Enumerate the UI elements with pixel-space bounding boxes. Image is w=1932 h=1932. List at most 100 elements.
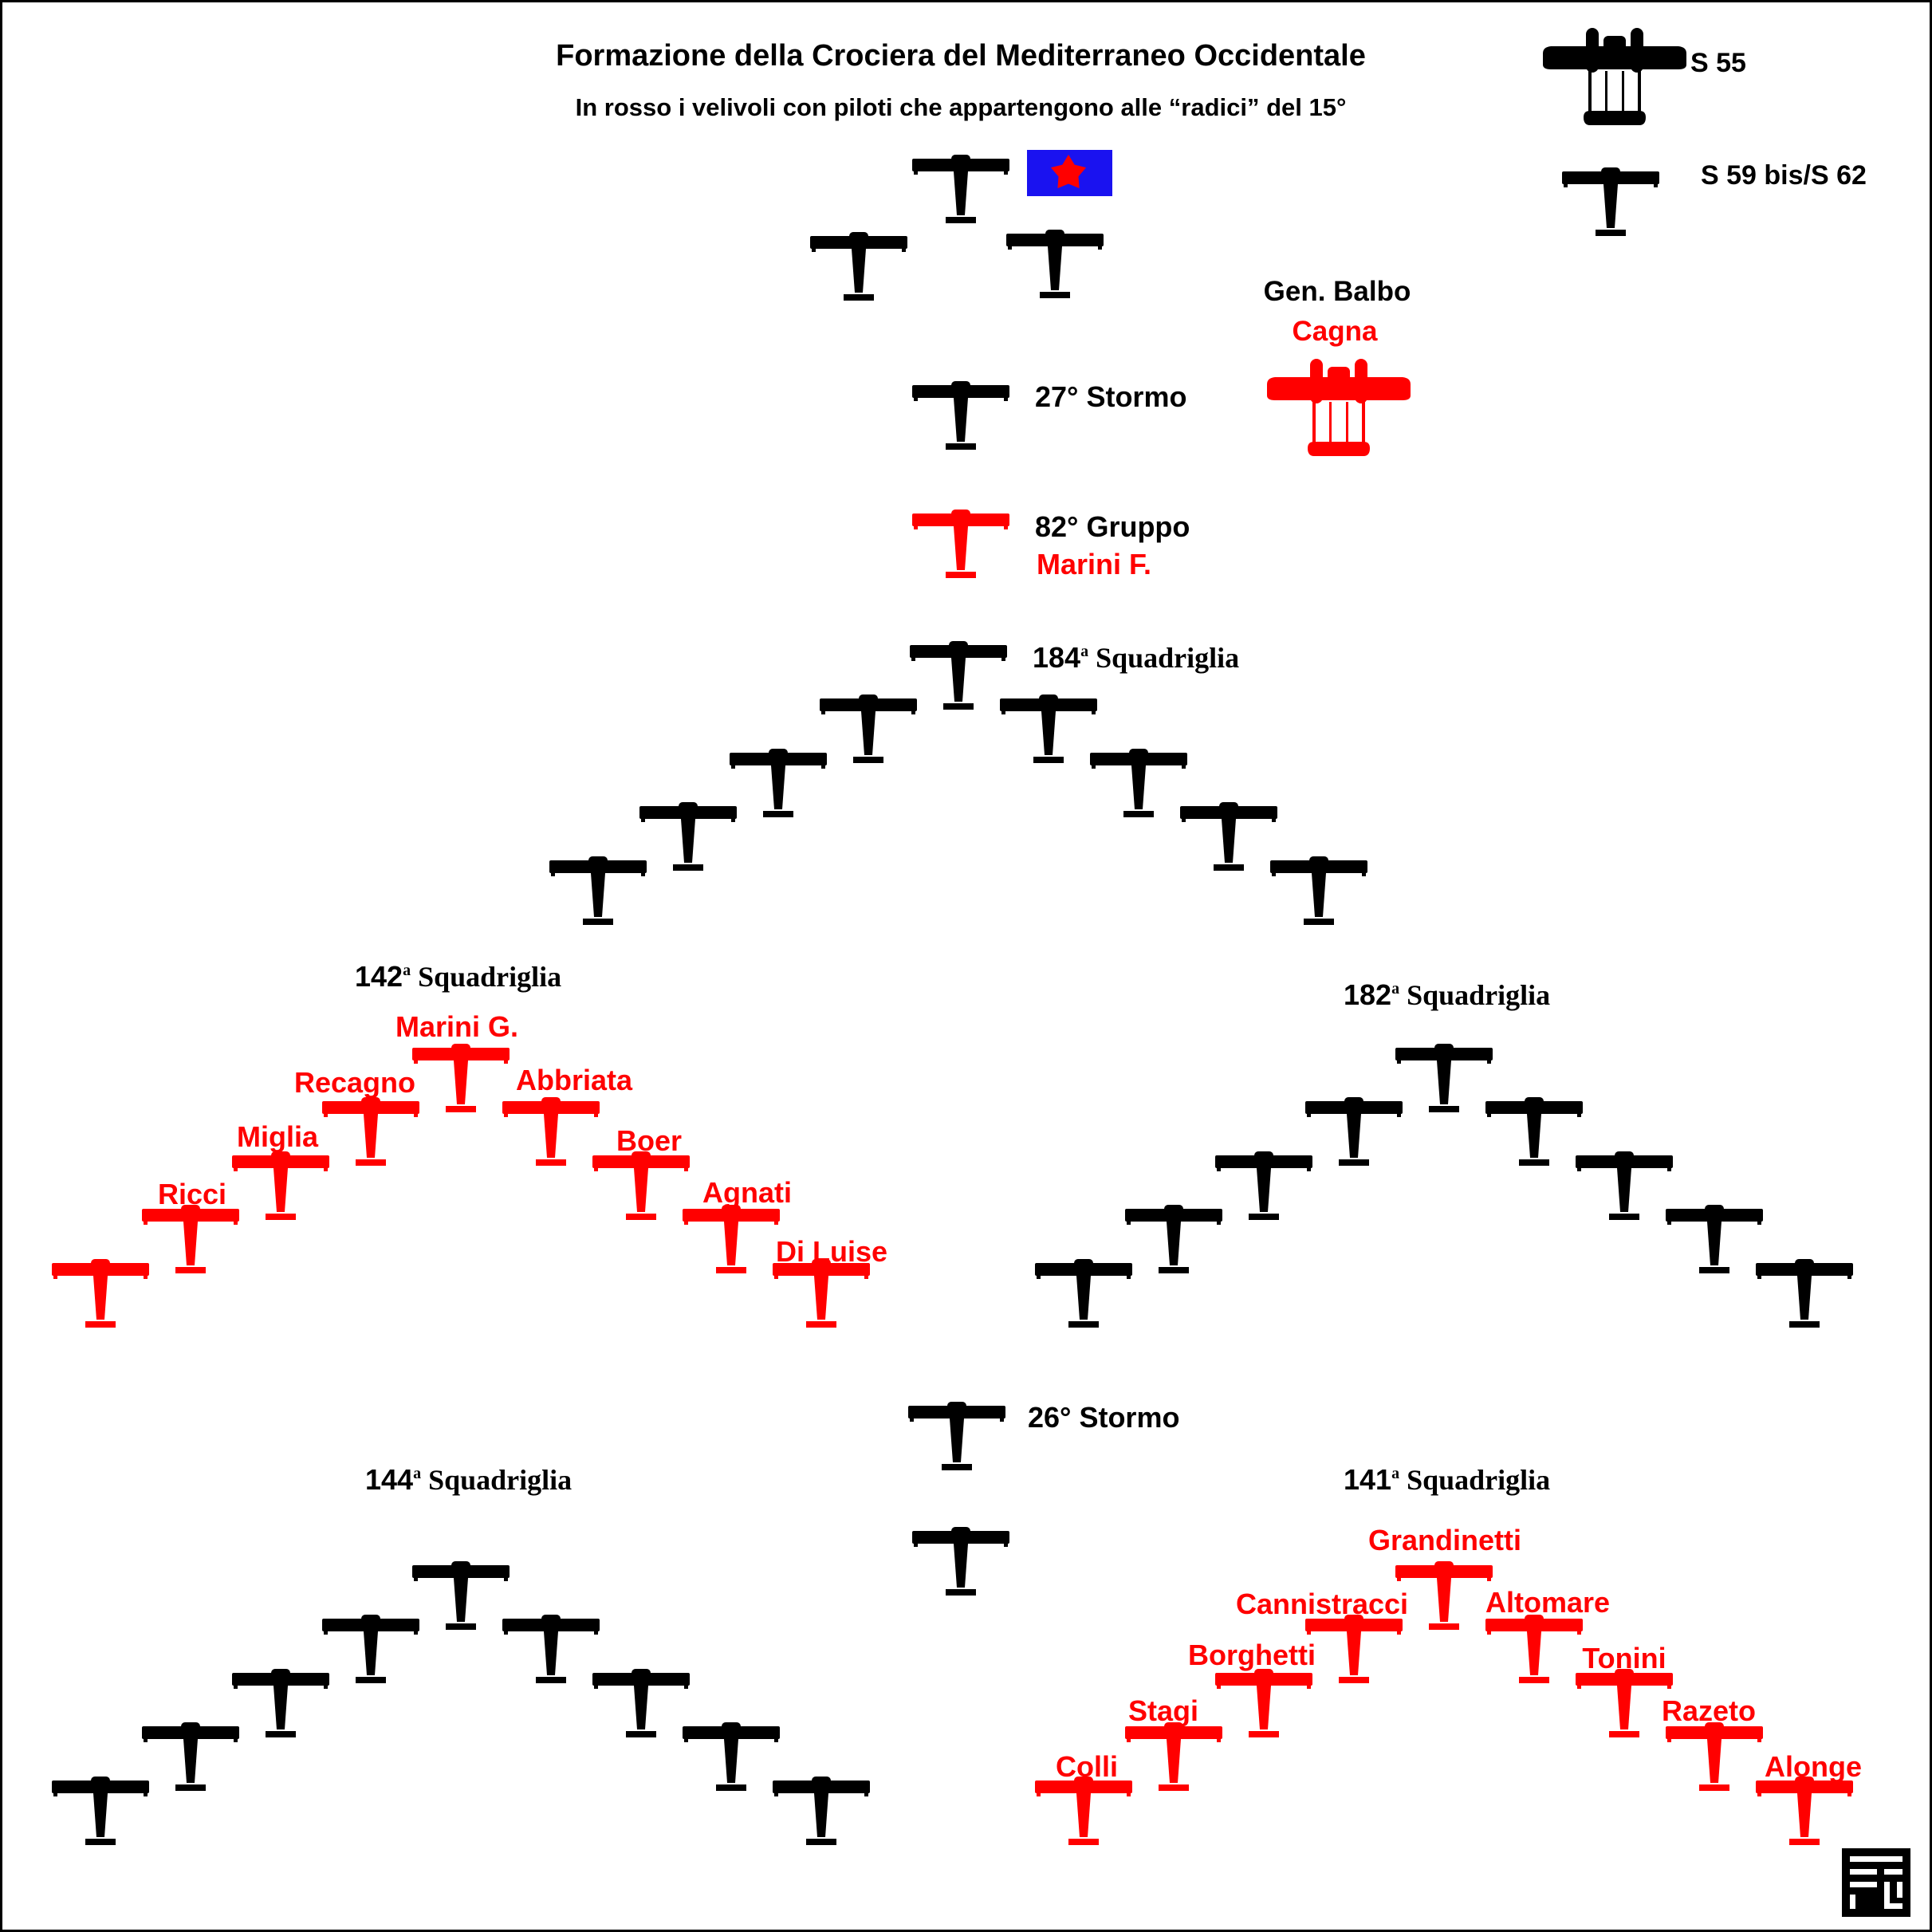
aircraft-icon	[592, 1669, 690, 1737]
squadriglia-142-superscript: a	[403, 962, 411, 979]
squadriglia-141-name: Squadriglia	[1399, 1464, 1550, 1496]
pilot-label: Tonini	[1582, 1642, 1666, 1674]
aircraft-icon	[502, 1615, 600, 1683]
squadriglia-144-name: Squadriglia	[421, 1464, 572, 1496]
aircraft-icon	[52, 1259, 149, 1328]
squadriglia-141-label: 141a Squadriglia	[1344, 1463, 1550, 1496]
stormo27-lead	[912, 381, 1009, 450]
squadriglia-182	[1035, 1044, 1853, 1328]
squadriglia-141-number: 141	[1344, 1463, 1391, 1496]
aircraft-icon	[1305, 1097, 1403, 1166]
aircraft-icon	[810, 232, 907, 301]
aircraft-icon	[322, 1097, 419, 1166]
aircraft-icon	[52, 1777, 149, 1845]
gruppo82-pilot: Marini F.	[1037, 548, 1151, 580]
diagram-subtitle: In rosso i velivoli con piloti che appar…	[576, 93, 1347, 121]
red-star-icon	[1050, 155, 1087, 189]
aircraft-icon	[820, 694, 917, 763]
legend-s55-label: S 55	[1690, 48, 1746, 78]
aircraft-icon	[1125, 1722, 1222, 1791]
aircraft-icon	[773, 1259, 870, 1328]
squadriglia-141-superscript: a	[1391, 1465, 1399, 1482]
aircraft-icon	[142, 1722, 239, 1791]
squadriglia-184-label: 184a Squadriglia	[1033, 641, 1239, 674]
pilots-142: Ricci Miglia Recagno Marini G. Abbriata …	[158, 1010, 887, 1268]
aircraft-icon	[1215, 1151, 1312, 1220]
commander-s55-aircraft-icon	[1267, 359, 1411, 456]
commander-title: Gen. Balbo	[1264, 276, 1411, 307]
aircraft-icon	[1035, 1259, 1132, 1328]
pilot-label: Stagi	[1128, 1694, 1198, 1727]
squadriglia-142-label: 142a Squadriglia	[355, 960, 561, 993]
squadriglia-144	[52, 1561, 870, 1845]
diagram-title: Formazione della Crociera del Mediterran…	[556, 39, 1366, 73]
aircraft-icon	[1125, 1205, 1222, 1273]
aircraft-icon	[1756, 1777, 1853, 1845]
pilot-label: Abbriata	[516, 1064, 633, 1096]
aircraft-icon	[1756, 1259, 1853, 1328]
aircraft-icon	[1485, 1097, 1583, 1166]
aircraft-icon	[773, 1777, 870, 1845]
aircraft-icon	[683, 1205, 780, 1273]
aircraft-icon	[502, 1097, 600, 1166]
aircraft-icon	[1395, 1561, 1493, 1630]
aircraft-icon	[1305, 1615, 1403, 1683]
squadriglia-184-number: 184	[1033, 641, 1080, 674]
aircraft-icon	[730, 749, 827, 817]
squadriglia-142-number: 142	[355, 960, 403, 993]
squadriglia-144-superscript: a	[413, 1465, 421, 1482]
aircraft-icon	[1035, 1777, 1132, 1845]
stormo27-label: 27° Stormo	[1035, 380, 1186, 413]
aircraft-icon	[1270, 856, 1367, 925]
pilot-label: Altomare	[1485, 1586, 1610, 1619]
gruppo82-label: 82° Gruppo	[1035, 510, 1190, 543]
aircraft-icon	[908, 1402, 1005, 1470]
squadriglia-182-superscript: a	[1391, 980, 1399, 997]
gruppo82-lead	[912, 510, 1009, 578]
aircraft-icon	[232, 1151, 329, 1220]
pilot-label: Grandinetti	[1368, 1524, 1521, 1556]
aircraft-icon	[910, 641, 1007, 710]
aircraft-icon	[412, 1561, 510, 1630]
aircraft-icon	[639, 802, 737, 871]
squadriglia-182-label: 182a Squadriglia	[1344, 978, 1550, 1011]
stormo26-label: 26° Stormo	[1028, 1401, 1179, 1434]
pilot-label: Di Luise	[776, 1235, 887, 1268]
aircraft-icon	[1006, 230, 1104, 298]
pilots-141: Colli Stagi Borghetti Cannistracci Grand…	[1056, 1524, 1862, 1783]
pilot-label: Alonge	[1765, 1750, 1862, 1783]
stormo26-lead	[908, 1402, 1009, 1596]
aircraft-icon	[683, 1722, 780, 1791]
aircraft-icon	[912, 155, 1009, 223]
pilot-label: Recagno	[294, 1066, 415, 1099]
squadriglia-144-label: 144a Squadriglia	[365, 1463, 572, 1496]
aircraft-icon	[912, 381, 1009, 450]
aircraft-icon	[1576, 1669, 1673, 1737]
squadriglia-184-superscript: a	[1080, 643, 1088, 660]
aircraft-icon	[1666, 1722, 1763, 1791]
aircraft-icon	[142, 1205, 239, 1273]
aircraft-icon	[1576, 1151, 1673, 1220]
aircraft-icon	[412, 1044, 510, 1112]
legend: S 55 S 59 bis/S 62	[1543, 28, 1867, 236]
commander-flag	[1027, 150, 1112, 196]
pilot-label: Razeto	[1662, 1694, 1756, 1727]
aircraft-icon	[322, 1615, 419, 1683]
aircraft-icon	[1395, 1044, 1493, 1112]
pilot-label: Marini G.	[395, 1010, 518, 1043]
pilot-label: Borghetti	[1188, 1639, 1316, 1671]
aircraft-icon	[1180, 802, 1277, 871]
legend-s55-aircraft-icon	[1543, 28, 1686, 125]
aircraft-icon	[549, 856, 647, 925]
pilot-label: Cannistracci	[1236, 1588, 1408, 1620]
pilot-label: Ricci	[158, 1178, 226, 1210]
squadriglia-184	[549, 641, 1367, 925]
aircraft-icon	[912, 510, 1009, 578]
squadriglia-142-name: Squadriglia	[411, 961, 561, 993]
aircraft-icon	[1215, 1669, 1312, 1737]
publisher-logo	[1842, 1848, 1910, 1917]
legend-s59-aircraft-icon	[1562, 167, 1659, 236]
